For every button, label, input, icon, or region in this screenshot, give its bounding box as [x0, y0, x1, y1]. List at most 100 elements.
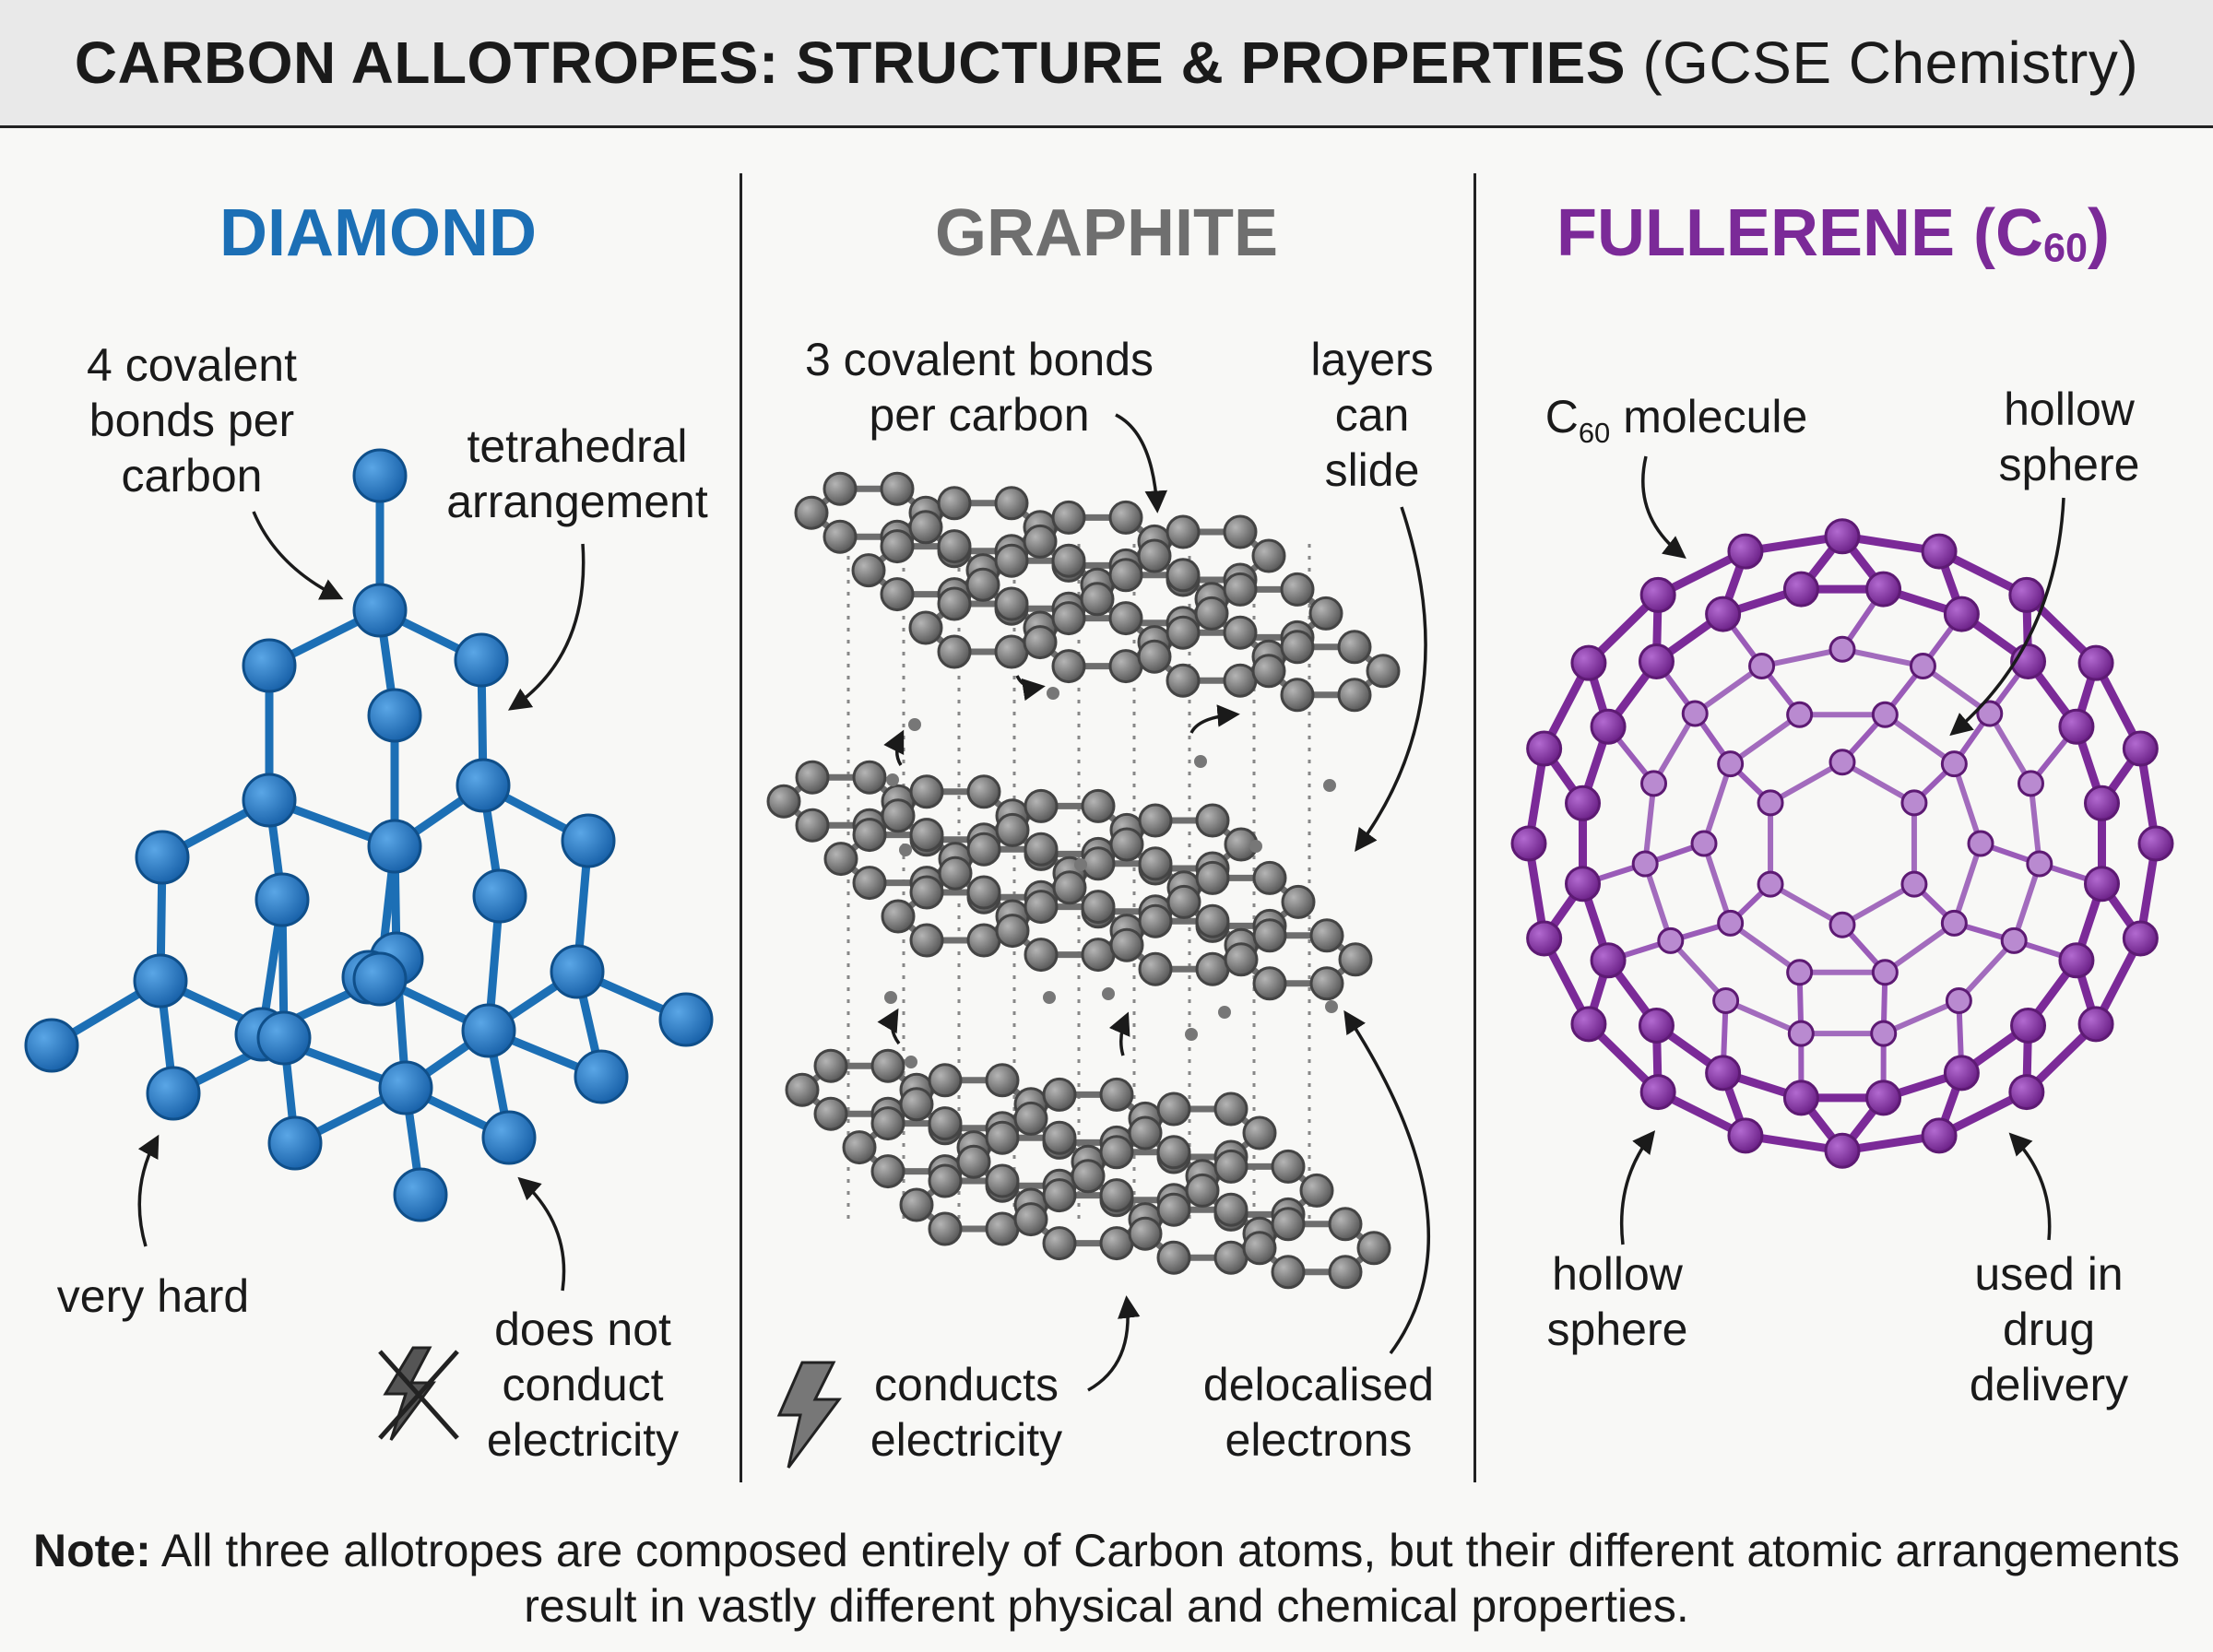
diamond-atom	[242, 773, 297, 828]
title-subtitle: (GCSE Chemistry)	[1642, 30, 2139, 96]
graphite-atom	[823, 842, 858, 877]
diamond-conduct-label: does not conduct electricity	[486, 1304, 680, 1466]
graphite-atom	[1051, 543, 1086, 578]
fullerene-bond	[1722, 997, 1805, 1037]
fullerene-atom	[2122, 730, 2159, 767]
fullerene-bond	[1882, 920, 1958, 975]
fullerene-atom	[1871, 701, 1899, 728]
graphite-atom	[1156, 1240, 1191, 1275]
fullerene-atom	[1828, 749, 1856, 776]
graphite-atom	[1271, 1149, 1306, 1184]
fullerene-bond	[1758, 646, 1845, 669]
graphite-atom	[794, 495, 829, 530]
graphite-atom	[795, 760, 830, 795]
fullerene-bond	[1642, 780, 1657, 867]
graphite-atom	[956, 1144, 991, 1179]
graphite-atom	[1328, 1207, 1363, 1242]
fullerene-atom	[1786, 701, 1814, 728]
graphite-atom	[1024, 832, 1059, 867]
fullerene-bond	[1701, 841, 1734, 926]
diamond-atom	[481, 1110, 537, 1165]
fullerene-atom	[1526, 730, 1563, 767]
fullerene-atom	[1705, 1055, 1742, 1092]
fullerene-bond	[1920, 663, 1993, 717]
graphite-layers	[766, 471, 1401, 1290]
graphite-atom	[870, 1106, 905, 1141]
graphite-atom	[1042, 1120, 1077, 1155]
graphite-atom	[1138, 846, 1173, 881]
graphite-atom	[1042, 1226, 1077, 1261]
graphite-atom	[928, 1063, 963, 1098]
divider-left	[740, 173, 742, 1482]
graphite-atom	[985, 1211, 1020, 1246]
fullerene-atom	[2008, 1074, 2045, 1111]
graphite-atom	[1138, 903, 1173, 938]
fullerene-hollow-top-label: hollow sphere	[1998, 384, 2140, 490]
fullerene-atom	[1510, 825, 1547, 862]
graphite-atom	[995, 914, 1030, 949]
graphite-atom	[1081, 788, 1116, 823]
graphite-atom	[899, 1187, 934, 1222]
no-electricity-icon	[378, 1346, 459, 1441]
fullerene-bond	[1727, 920, 1803, 975]
graphite-atom	[1156, 1192, 1191, 1227]
lightning-bolt-icon	[776, 1361, 842, 1469]
graphite-atom	[909, 923, 944, 958]
diamond-atom	[393, 1167, 448, 1222]
diamond-atom	[242, 638, 297, 693]
graphite-atom	[1242, 1115, 1277, 1150]
fullerene-title-text: FULLERENE (C	[1556, 196, 2043, 270]
fullerene-atom	[1590, 942, 1627, 979]
fullerene-atom	[1871, 959, 1899, 986]
graphite-atom	[1195, 903, 1230, 938]
graphite-atom	[1128, 1115, 1163, 1150]
graphite-atom	[1251, 538, 1286, 573]
fullerene-atom	[1967, 830, 1994, 857]
delocalised-electron	[1185, 1028, 1198, 1041]
graphite-atom	[1281, 884, 1316, 919]
graphite-atom	[995, 812, 1030, 847]
fullerene-atom	[2010, 1007, 2047, 1044]
fullerene-bond	[1951, 761, 1983, 846]
diamond-atom	[454, 632, 509, 688]
fullerene-atom	[1690, 830, 1718, 857]
fullerene-atom	[1590, 708, 1627, 745]
fullerene-bond	[1956, 938, 2018, 1004]
fullerene-atom	[1712, 986, 1740, 1014]
title-main: CARBON ALLOTROPES: STRUCTURE & PROPERTIE…	[74, 30, 1627, 96]
graphite-atom	[966, 832, 1001, 867]
graphite-atom	[1138, 803, 1173, 838]
graphite-atom	[1224, 942, 1259, 977]
graphite-atom	[852, 760, 887, 795]
note-label: Note:	[33, 1525, 151, 1576]
diamond-atom	[472, 868, 527, 924]
graphite-atom	[1280, 678, 1315, 713]
fullerene-bond	[2011, 861, 2042, 944]
graphite-atom	[880, 471, 915, 506]
diamond-atom	[352, 583, 408, 638]
graphite-atom	[1052, 870, 1087, 905]
diamond-atom	[135, 830, 190, 885]
graphite-atom	[928, 1163, 963, 1198]
fullerene-atom	[1787, 1020, 1815, 1047]
fullerene-bond	[1986, 711, 2034, 786]
fullerene-atom	[1565, 866, 1602, 903]
diamond-arrangement-label: tetrahedral arrangement	[446, 420, 708, 527]
graphite-atom	[994, 486, 1029, 521]
fullerene-bond	[1880, 997, 1962, 1037]
graphite-atom	[1251, 654, 1286, 689]
graphite-atom	[1309, 918, 1344, 953]
fullerene-atom	[2077, 1006, 2114, 1043]
graphite-atom	[822, 471, 858, 506]
molecule-subscript: 60	[1578, 417, 1611, 449]
fullerene-atom	[2058, 942, 2095, 979]
fullerene-atom	[1631, 850, 1659, 878]
graphite-atom	[1166, 663, 1201, 698]
fullerene-title: FULLERENE (C60)	[1556, 195, 2110, 271]
fullerene-atom	[1824, 518, 1861, 555]
fullerene-bond	[1727, 712, 1803, 767]
fullerene-bond	[1701, 761, 1734, 846]
delocalised-electron	[908, 718, 921, 731]
graphite-atom	[1081, 890, 1116, 925]
graphite-atom	[822, 519, 858, 554]
